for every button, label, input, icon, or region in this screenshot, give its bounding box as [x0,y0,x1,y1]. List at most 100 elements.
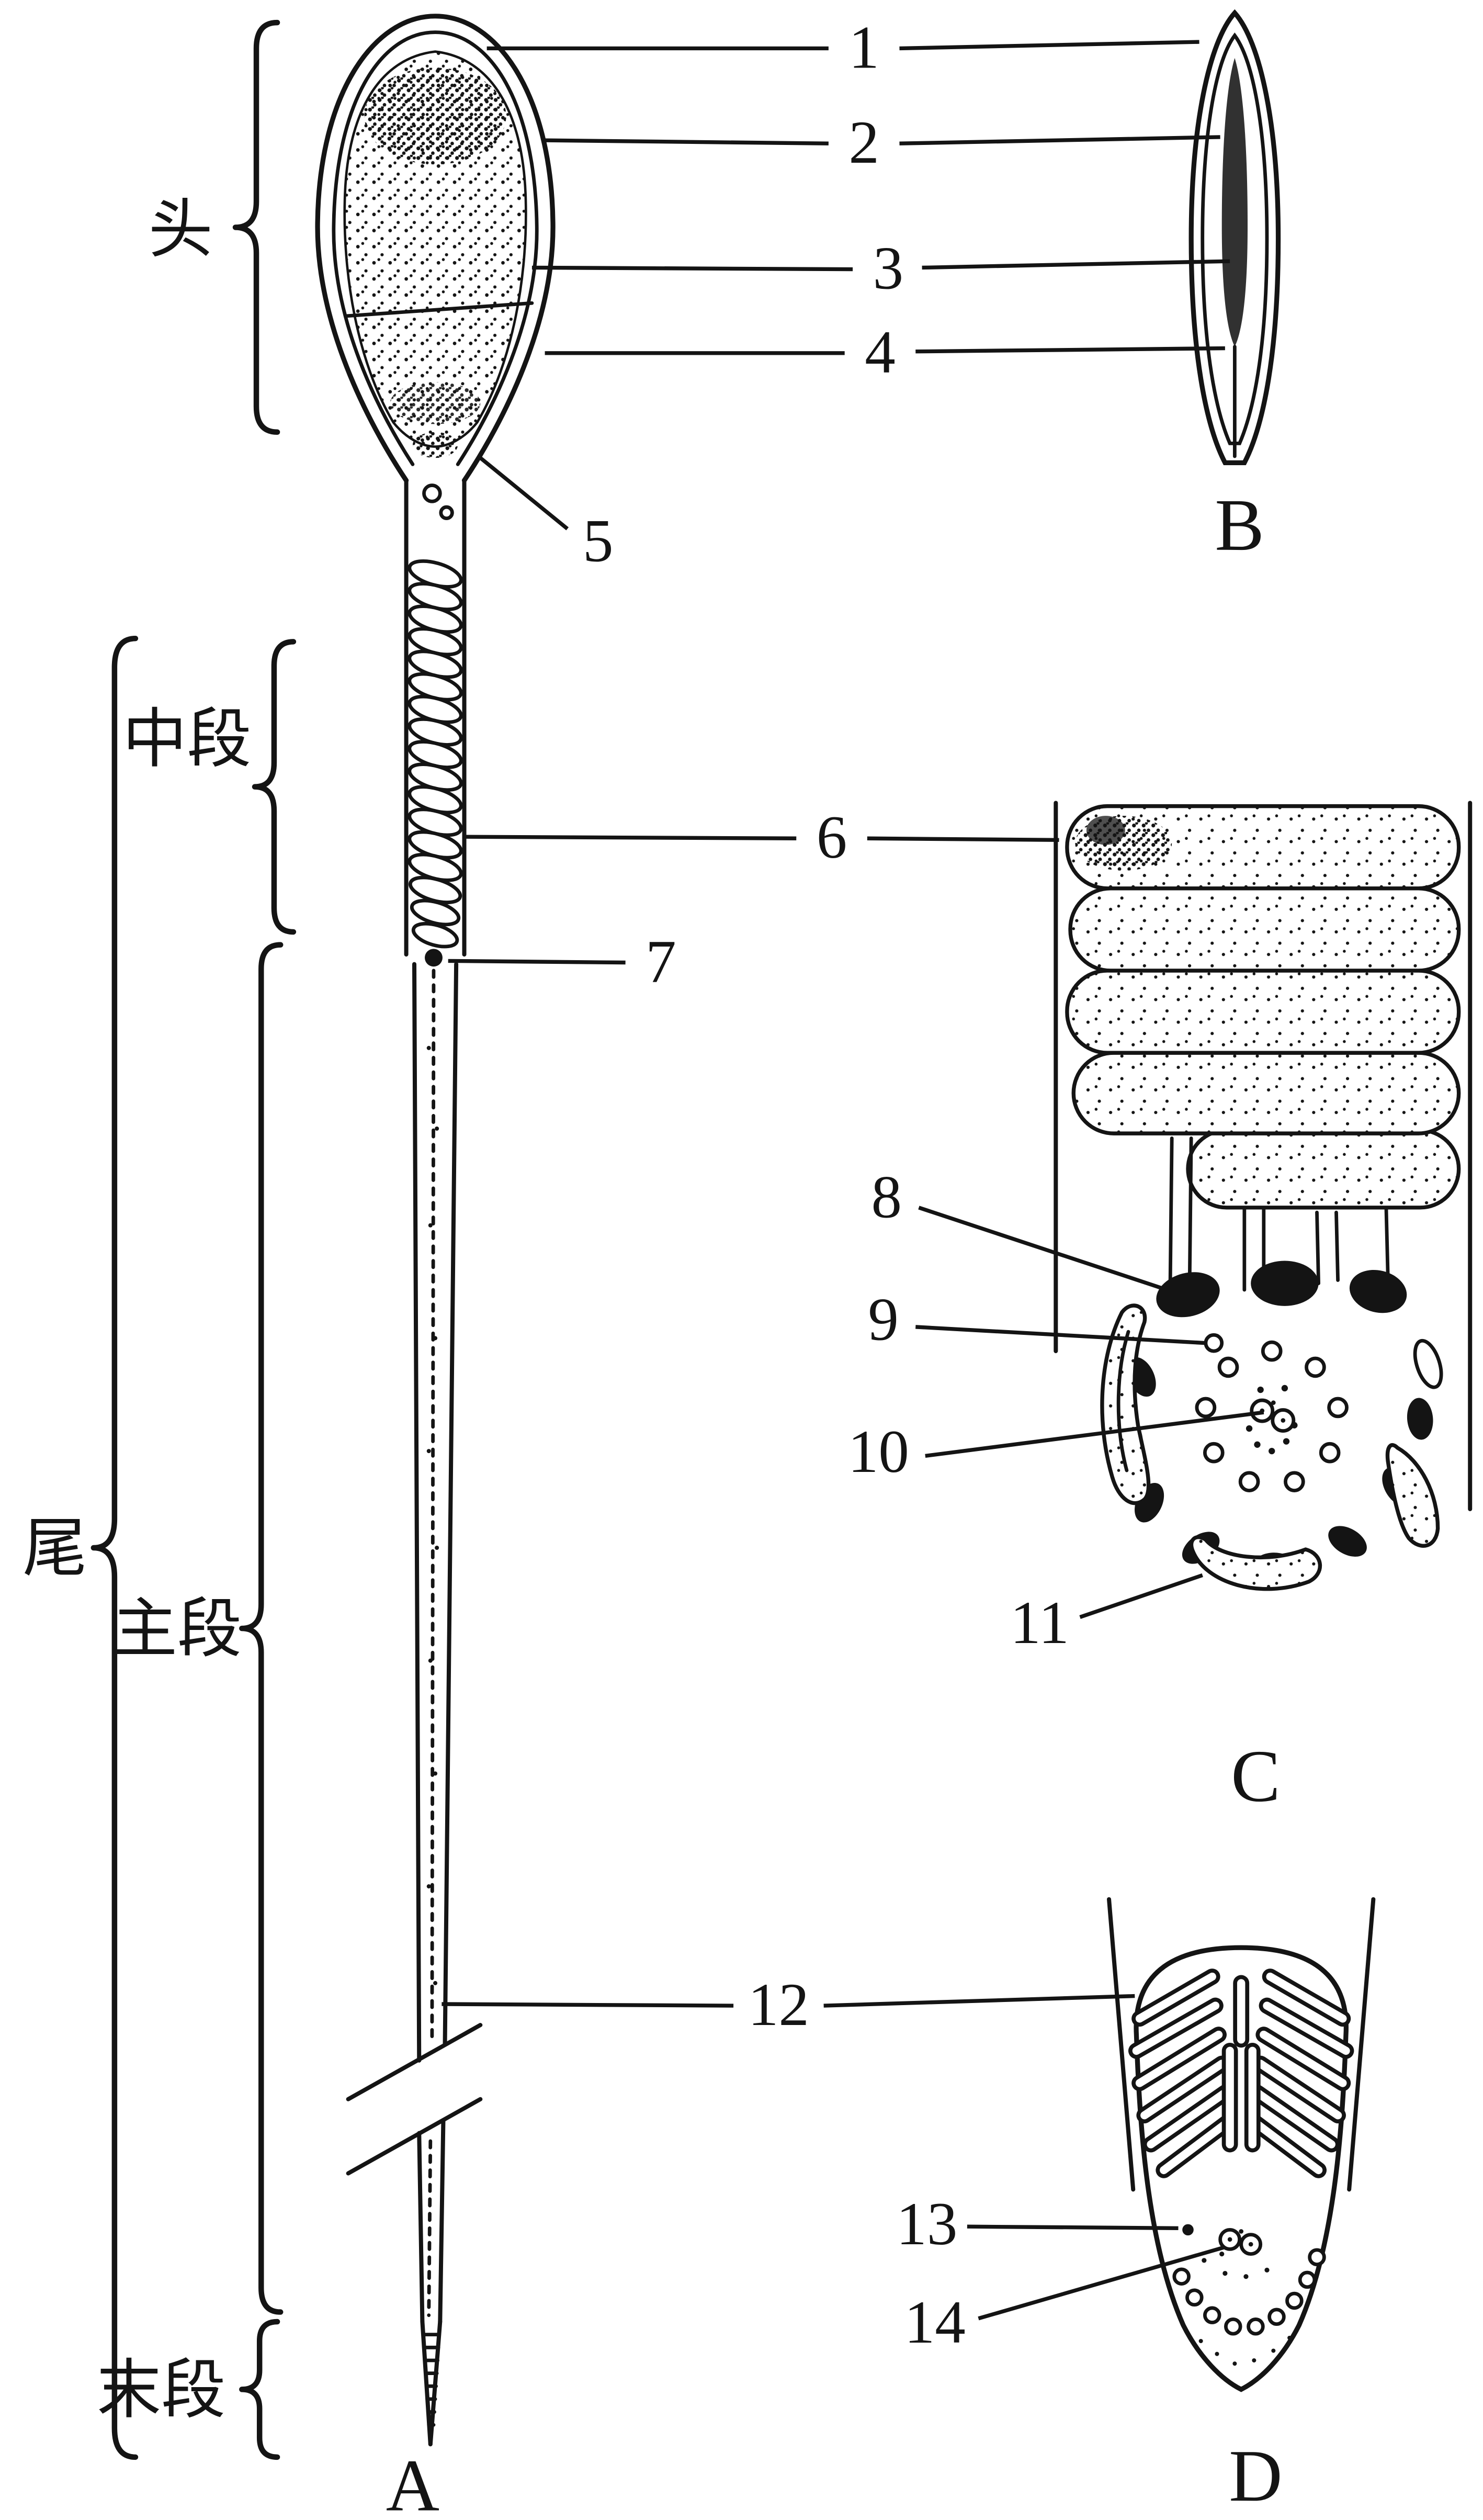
callout-11: 11 [1010,1573,1203,1657]
tail-brace [90,635,139,2460]
region-end-piece: 末段 [97,2319,280,2460]
callout-6: 6 [466,804,1059,871]
part-label-7: 7 [646,928,676,995]
callout-9: 9 [868,1286,1206,1354]
axoneme-core-2 [427,2139,433,2318]
tail-edge-left-1 [412,962,422,2063]
region-label-principal-piece: 主段 [113,1593,242,1665]
mitochondria-profiles [1100,1303,1443,1591]
tail-edge-right-1 [443,962,459,2047]
part-label-6: 6 [817,804,847,871]
axoneme-speckles [426,1045,439,1985]
part-label-12: 12 [748,1971,809,2039]
figure-a-whole-sperm: A [315,14,556,2520]
callout-8: 8 [871,1163,1173,1293]
callout-7: 7 [448,928,676,995]
tail-edge-right-2 [438,2118,446,2324]
leader-line-5 [479,456,569,531]
callout-2: 2 [541,109,1220,176]
mitochondrial-helix [407,559,463,949]
panel-label-c: C [1231,1735,1281,1817]
leader-line-13 [967,2224,1179,2230]
leader-line-1-right [899,40,1199,51]
leader-line-9 [915,1325,1206,1345]
callout-1: 1 [486,14,1199,81]
annulus-dot [425,949,443,967]
break-slash-2 [346,2097,483,2176]
panel-label-d: D [1229,2435,1282,2517]
leader-line-12-left [441,2002,734,2008]
region-head: 头 [149,19,280,435]
region-label-head: 头 [149,194,213,266]
sperm-head [315,14,556,483]
leader-line-2-left [541,138,829,145]
part-label-14: 14 [904,2289,966,2356]
end-piece-hatching [421,2333,441,2427]
callout-10: 10 [848,1410,1264,1486]
doublet-target-9 [1204,1333,1224,1353]
neck-dense-stipple [412,432,458,458]
postacrosomal-dense-stipple [390,382,481,424]
end-piece-brace [239,2319,280,2460]
leader-line-8 [918,1206,1173,1293]
fibrous-sheath-ribs [1128,1968,1354,2178]
region-label-end-piece: 末段 [97,2355,226,2426]
part-label-13: 13 [896,2190,957,2258]
part-label-8: 8 [871,1163,902,1231]
leader-line-3-right [922,259,1230,270]
part-label-9: 9 [868,1286,899,1354]
axoneme-core-1 [430,969,436,2042]
region-label-midpiece: 中段 [122,703,252,775]
head-outer-membrane [315,14,556,483]
sperm-neck [422,483,454,521]
leader-line-14 [978,2245,1224,2321]
figure-b-head-side-view: B [1188,9,1281,566]
callout-4: 4 [545,319,1225,386]
equatorial-segment-line [345,301,534,318]
midpiece-brace [252,639,297,935]
central-pair-c [1250,1398,1296,1433]
d-membrane-right [1347,1897,1376,2192]
centriole-circle-1 [422,483,442,503]
break-slash-1 [346,2023,483,2101]
sperm-midpiece [404,478,467,967]
doublet-ring-d [1172,2248,1326,2366]
region-principal-piece: 主段 [113,942,284,2315]
mitochondrial-sheath-coils [1065,804,1461,1210]
panel-label-b: B [1215,484,1264,566]
callout-12: 12 [441,1971,1135,2039]
leader-line-4-right [915,346,1225,354]
callout-14: 14 [904,2245,1224,2356]
figure-d-principal-piece-cross-section: D [1107,1897,1376,2517]
microtubule-doublet-ring [1195,1333,1349,1493]
part-label-4: 4 [865,319,896,386]
head-inner-membrane [332,30,539,466]
leader-line-11 [1079,1573,1203,1619]
callout-5: 5 [479,456,614,575]
part-label-2: 2 [848,109,879,176]
d-membrane-left [1107,1897,1136,2192]
region-tail: 尾 [22,635,139,2460]
tail-edge-left-2 [417,2131,425,2324]
part-label-5: 5 [583,507,614,575]
head-brace [232,19,280,435]
side-view-nucleus-core [1221,58,1248,347]
central-pair-d [1218,2228,1263,2256]
leader-line-3-left [531,265,853,272]
figure-c-midpiece-cross-section: C [1054,801,1473,1817]
principal-piece-brace [239,942,284,2315]
leader-line-10 [925,1410,1264,1458]
panel-label-a: A [386,2445,439,2520]
leader-line-2-right [899,135,1220,145]
dot-target-13 [1182,2224,1194,2236]
sperm-end-piece [420,2320,443,2447]
callout-13: 13 [896,2190,1179,2258]
part-label-1: 1 [848,14,879,81]
leader-line-6-right [867,836,1059,842]
centriole-circle-2 [439,505,454,521]
leader-line-7 [448,959,626,965]
region-label-tail: 尾 [22,1513,87,1584]
acrosome-dense-stipple [364,68,506,165]
part-label-10: 10 [848,1418,909,1486]
